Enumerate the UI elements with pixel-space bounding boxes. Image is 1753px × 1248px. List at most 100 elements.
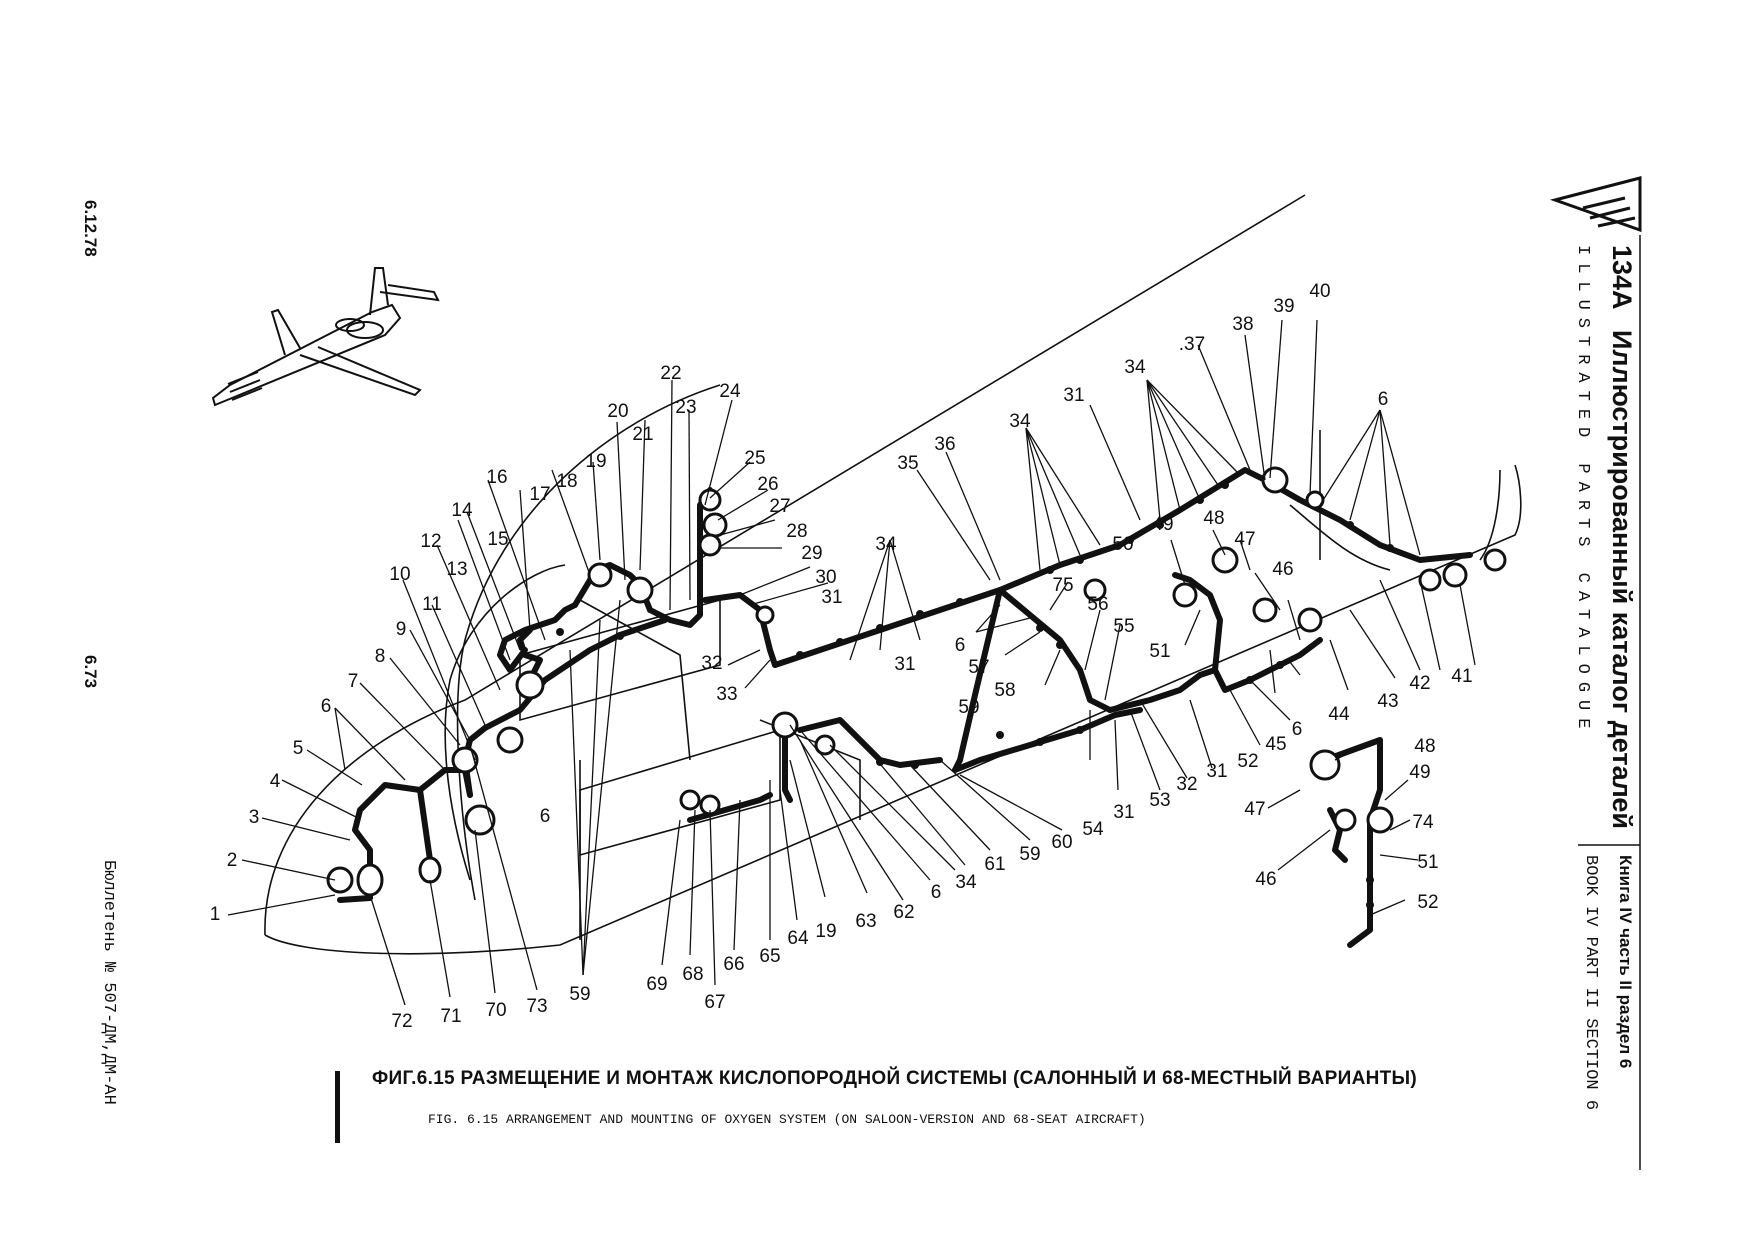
callout-55: 55 <box>1113 616 1134 637</box>
callout-47: 47 <box>1234 529 1255 550</box>
margin-date: 6.12.78 <box>81 200 100 257</box>
oxygen-piping <box>337 467 1473 948</box>
callout-24: 24 <box>719 381 741 402</box>
caption-bar <box>335 1071 340 1143</box>
callout-34-b: 34 <box>1009 411 1031 432</box>
callout-32-b: 32 <box>1176 774 1197 795</box>
callout-70: 70 <box>485 1000 506 1021</box>
callout-31-b: 31 <box>1063 385 1084 406</box>
callout-59: 59 <box>958 697 979 718</box>
callout-34-c: 34 <box>1124 357 1146 378</box>
callout-28: 28 <box>786 521 807 542</box>
callout-37: .37 <box>1179 334 1205 355</box>
callout-53: 53 <box>1149 790 1170 811</box>
callout-38: 38 <box>1232 314 1253 335</box>
callout-72: 72 <box>391 1011 412 1032</box>
callout-9: 9 <box>396 619 407 640</box>
callout-21: 21 <box>632 424 653 445</box>
manufacturer-logo <box>1549 176 1642 233</box>
callout-33: 33 <box>716 684 737 705</box>
callout-31-d: 31 <box>1206 761 1227 782</box>
figure-caption-ru: ФИГ.6.15 РАЗМЕЩЕНИЕ И МОНТАЖ КИСЛОПОРОДН… <box>372 1068 1418 1089</box>
callout-6-e: 6 <box>931 882 942 903</box>
callout-20: 20 <box>607 401 628 422</box>
callout-13: 13 <box>446 559 467 580</box>
callout-29: 29 <box>801 543 822 564</box>
callout-18: 18 <box>556 471 577 492</box>
callout-10: 10 <box>389 564 410 585</box>
callout-36: 36 <box>934 434 955 455</box>
callout-67: 67 <box>704 992 725 1013</box>
callout-7: 7 <box>348 671 359 692</box>
bulletin-note: Бюллетень № 507-ДМ,ДМ-АН <box>99 860 118 1105</box>
callout-63: 63 <box>855 911 876 932</box>
callout-50: 50 <box>1112 534 1133 555</box>
callout-30: 30 <box>815 567 836 588</box>
callout-1: 1 <box>210 904 221 925</box>
callout-19-b: 19 <box>815 921 836 942</box>
callout-31-c: 31 <box>894 654 915 675</box>
figure-caption-en: FIG. 6.15 ARRANGEMENT AND MOUNTING OF OX… <box>428 1112 1146 1127</box>
callout-66: 66 <box>723 954 744 975</box>
callout-6-c: 6 <box>1378 389 1389 410</box>
callout-22: 22 <box>660 363 681 384</box>
callout-75: 75 <box>1052 575 1073 596</box>
callout-34: 34 <box>875 534 897 555</box>
callout-44: 44 <box>1328 704 1350 725</box>
callout-52-b: 52 <box>1417 892 1438 913</box>
callout-62: 62 <box>893 902 914 923</box>
catalog-title-en: ILLUSTRATED PARTS CATALOGUE <box>1573 245 1592 737</box>
callout-73: 73 <box>526 996 547 1017</box>
callout-39: 39 <box>1273 296 1294 317</box>
callout-74: 74 <box>1412 812 1434 833</box>
callout-6-b: 6 <box>955 635 966 656</box>
callout-17: 17 <box>529 484 550 505</box>
callout-71: 71 <box>440 1006 461 1027</box>
callout-19: 19 <box>585 451 606 472</box>
callout-6: 6 <box>321 696 332 717</box>
callout-34-d: 34 <box>955 872 977 893</box>
callout-3: 3 <box>249 807 260 828</box>
callout-2: 2 <box>227 850 238 871</box>
callout-8: 8 <box>375 646 386 667</box>
callout-12: 12 <box>420 531 441 552</box>
callout-64: 64 <box>787 928 809 949</box>
callout-57: 57 <box>968 657 989 678</box>
page-number: 6.73 <box>81 655 100 689</box>
callout-45: 45 <box>1265 734 1286 755</box>
callout-6-f: 6 <box>540 806 551 827</box>
callout-51: 51 <box>1149 641 1170 662</box>
callout-52: 52 <box>1237 751 1258 772</box>
callout-32: 32 <box>701 653 722 674</box>
callout-49: 49 <box>1152 514 1173 535</box>
callout-59-c: 59 <box>569 984 590 1005</box>
callout-46: 46 <box>1272 559 1293 580</box>
callout-31: 31 <box>821 587 842 608</box>
callout-31-e: 31 <box>1113 802 1134 823</box>
airplane-thumbnail <box>211 267 440 407</box>
callout-16: 16 <box>486 467 507 488</box>
oxygen-components <box>326 466 1507 897</box>
callout-47-b: 47 <box>1244 799 1265 820</box>
leader-lines <box>227 319 1476 1006</box>
catalog-title-ru: Иллюстрированный каталог деталей <box>1607 330 1637 830</box>
callout-25: 25 <box>744 448 765 469</box>
callout-59-b: 59 <box>1019 844 1040 865</box>
callout-15: 15 <box>487 529 508 550</box>
callout-58: 58 <box>994 680 1015 701</box>
callout-61: 61 <box>984 854 1005 875</box>
callout-4: 4 <box>270 771 281 792</box>
callout-51-b: 51 <box>1417 852 1438 873</box>
callout-43: 43 <box>1377 691 1398 712</box>
callout-56: 56 <box>1087 594 1108 615</box>
callout-27: 27 <box>769 496 790 517</box>
callout-35: 35 <box>897 453 918 474</box>
callout-41: 41 <box>1451 666 1472 687</box>
callout-48: 48 <box>1203 508 1224 529</box>
callout-5: 5 <box>293 738 304 759</box>
book-en: BOOK IV PART II SECTION 6 <box>1581 855 1600 1111</box>
model-number: 134A <box>1607 245 1637 310</box>
callout-54: 54 <box>1082 819 1104 840</box>
callout-23: 23 <box>675 397 696 418</box>
